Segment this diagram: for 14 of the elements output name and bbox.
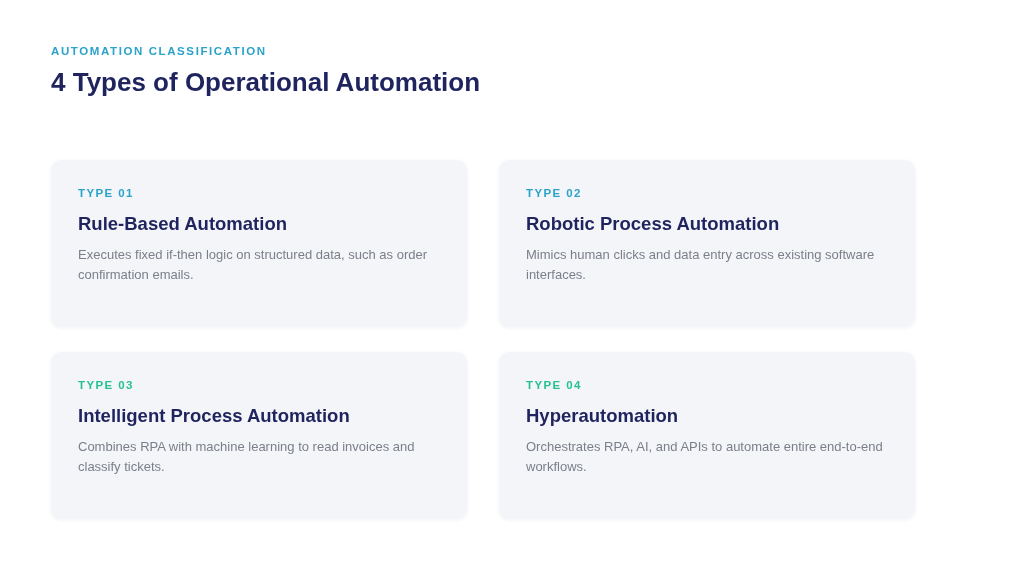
card-kicker: TYPE 03: [78, 378, 134, 392]
card-description: Executes fixed if-then logic on structured data, such as order confirmation emails.: [78, 246, 429, 284]
card-description: Combines RPA with machine learning to read invoices and classify tickets.: [78, 438, 416, 476]
card-heading: Robotic Process Automation: [526, 212, 780, 236]
card-description: Mimics human clicks and data entry across existing software interfaces.: [526, 246, 876, 284]
page-title: 4 Types of Operational Automation: [51, 66, 481, 98]
card-description: Orchestrates RPA, AI, and APIs to automate entire end-to-end workflows.: [526, 438, 884, 476]
card-heading: Rule-Based Automation: [78, 212, 287, 236]
card-heading: Hyperautomation: [526, 404, 679, 428]
card-kicker: TYPE 02: [526, 186, 582, 200]
card-heading: Intelligent Process Automation: [78, 404, 350, 428]
section-kicker: AUTOMATION CLASSIFICATION: [51, 44, 267, 58]
card-kicker: TYPE 01: [78, 186, 134, 200]
card-kicker: TYPE 04: [526, 378, 582, 392]
